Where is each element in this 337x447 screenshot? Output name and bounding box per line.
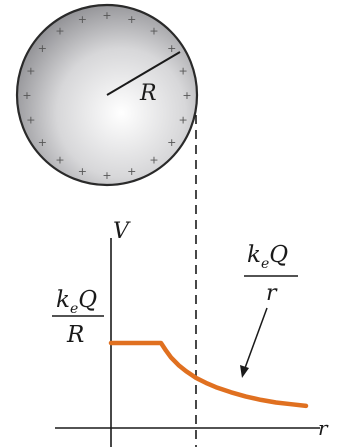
outside-label-denominator: r: [266, 281, 278, 306]
charge-plus-icon: +: [149, 154, 158, 167]
outside-label-numerator: keQ: [247, 242, 288, 272]
inside-label-numerator: keQ: [56, 287, 97, 317]
charge-plus-icon: +: [102, 9, 111, 22]
radius-label: R: [139, 81, 157, 106]
charge-plus-icon: +: [26, 114, 35, 127]
inside-potential-label: keQ R: [52, 287, 104, 348]
y-axis-label: V: [113, 219, 131, 244]
charged-sphere: ++++++++++++++++++++ R: [15, 3, 199, 187]
outside-potential-label: keQ r: [240, 242, 298, 378]
outside-label-pointer: [244, 307, 268, 369]
charge-plus-icon: +: [38, 136, 47, 149]
potential-curve: [108, 340, 309, 409]
inside-label-denominator: R: [66, 322, 84, 348]
charge-plus-icon: +: [55, 24, 64, 37]
charge-plus-icon: +: [178, 64, 187, 77]
charge-plus-icon: +: [127, 165, 136, 178]
charge-plus-icon: +: [149, 24, 158, 37]
charge-plus-icon: +: [167, 136, 176, 149]
x-axis-label: r: [318, 416, 329, 440]
charge-plus-icon: +: [78, 13, 87, 26]
charge-plus-icon: +: [55, 154, 64, 167]
surface-charges: ++++++++++++++++++++: [22, 9, 191, 182]
outside-label-arrowhead: [240, 365, 249, 378]
charge-plus-icon: +: [38, 42, 47, 55]
charge-plus-icon: +: [78, 165, 87, 178]
charge-plus-icon: +: [167, 42, 176, 55]
radius-line: [106, 51, 181, 96]
charge-plus-icon: +: [127, 13, 136, 26]
charge-plus-icon: +: [26, 64, 35, 77]
charge-plus-icon: +: [22, 89, 31, 102]
charge-plus-icon: +: [178, 114, 187, 127]
charge-plus-icon: +: [182, 89, 191, 102]
charge-plus-icon: +: [102, 169, 111, 182]
